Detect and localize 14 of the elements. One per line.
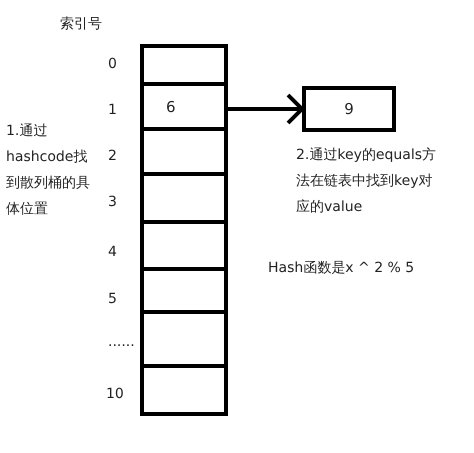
index-number: 10	[106, 385, 124, 404]
annotation-text: 2.通过key的equals方法在链表中找到key对应的value	[296, 146, 437, 217]
formula-text: Hash函数是x ^ 2 % 5	[268, 259, 414, 278]
index-number: 5	[108, 290, 117, 309]
index-number: 0	[108, 55, 117, 74]
arrow	[228, 93, 304, 125]
column-heading: 索引号	[60, 15, 102, 34]
index-number: 2	[108, 147, 117, 166]
index-number: 3	[108, 193, 117, 212]
list-node-box: 9	[302, 86, 396, 132]
index-number: 1	[108, 101, 117, 120]
index-number: 4	[108, 243, 117, 262]
annotation-text: 1.通过hashcode找到散列桶的具体位置	[6, 122, 91, 219]
ellipsis: ......	[108, 333, 135, 352]
